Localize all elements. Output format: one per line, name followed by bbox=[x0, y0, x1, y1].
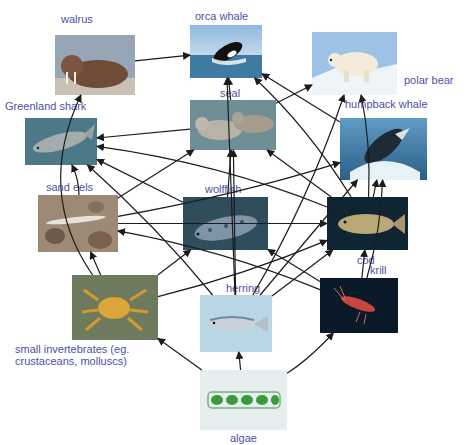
species-node: krill bbox=[320, 278, 398, 333]
herring-photo bbox=[200, 295, 272, 352]
feeding-arrow bbox=[260, 180, 357, 295]
feeding-arrow bbox=[255, 78, 352, 197]
seal-photo bbox=[190, 100, 276, 150]
feeding-arrow bbox=[272, 250, 333, 296]
orca-photo bbox=[190, 25, 262, 78]
feeding-arrow bbox=[118, 231, 320, 290]
feeding-arrow bbox=[267, 150, 331, 197]
species-label: humpback whale bbox=[345, 98, 428, 110]
sand-eels-photo bbox=[38, 195, 118, 252]
species-node: seal bbox=[190, 100, 276, 150]
feeding-arrow bbox=[158, 240, 327, 296]
feeding-arrow bbox=[118, 150, 194, 198]
feeding-arrow bbox=[373, 180, 377, 197]
invertebrates-photo bbox=[72, 275, 158, 340]
feeding-arrow bbox=[268, 250, 320, 282]
species-label: orca whale bbox=[195, 10, 248, 22]
feeding-arrow bbox=[233, 150, 235, 295]
species-label: wolffish bbox=[205, 183, 241, 195]
feeding-arrow bbox=[88, 165, 213, 295]
feeding-arrow bbox=[97, 159, 183, 202]
humpback-photo bbox=[340, 118, 427, 180]
feeding-arrow bbox=[118, 223, 327, 224]
feeding-arrow bbox=[227, 78, 235, 295]
species-node: Greenland shark bbox=[25, 118, 97, 165]
walrus-photo bbox=[55, 35, 135, 95]
feeding-arrow bbox=[135, 55, 190, 61]
cod-photo bbox=[327, 197, 408, 250]
feeding-arrow bbox=[362, 250, 365, 278]
species-node: humpback whale bbox=[340, 118, 427, 180]
species-label: small invertebrates (eg. crustaceans, mo… bbox=[15, 343, 165, 367]
feeding-arrow bbox=[91, 252, 101, 275]
species-node: herring bbox=[200, 295, 272, 352]
species-node: orca whale bbox=[190, 25, 262, 78]
feeding-arrow bbox=[158, 339, 202, 371]
species-label: walrus bbox=[61, 13, 93, 25]
krill-photo bbox=[320, 278, 398, 333]
feeding-arrow bbox=[229, 78, 231, 100]
feeding-arrow bbox=[262, 74, 340, 122]
shark-photo bbox=[25, 118, 97, 165]
species-node: walrus bbox=[55, 35, 135, 95]
polar-bear-photo bbox=[312, 32, 397, 95]
species-node: algae bbox=[200, 370, 287, 430]
species-node: sand eels bbox=[38, 195, 118, 252]
species-node: polar bear bbox=[312, 32, 397, 95]
feeding-arrow bbox=[239, 352, 241, 370]
feeding-arrow bbox=[361, 95, 369, 197]
species-label: algae bbox=[230, 432, 257, 444]
feeding-arrow bbox=[287, 333, 333, 373]
species-label: krill bbox=[370, 264, 387, 276]
feeding-arrow bbox=[97, 129, 190, 138]
species-node: small invertebrates (eg. crustaceans, mo… bbox=[72, 275, 158, 340]
algae-photo bbox=[200, 370, 287, 430]
feeding-arrow bbox=[97, 146, 327, 207]
species-label: sand eels bbox=[46, 181, 93, 193]
species-label: polar bear bbox=[404, 74, 454, 86]
feeding-arrow bbox=[61, 95, 93, 275]
species-node: cod bbox=[327, 197, 408, 250]
feeding-arrow bbox=[72, 165, 79, 195]
